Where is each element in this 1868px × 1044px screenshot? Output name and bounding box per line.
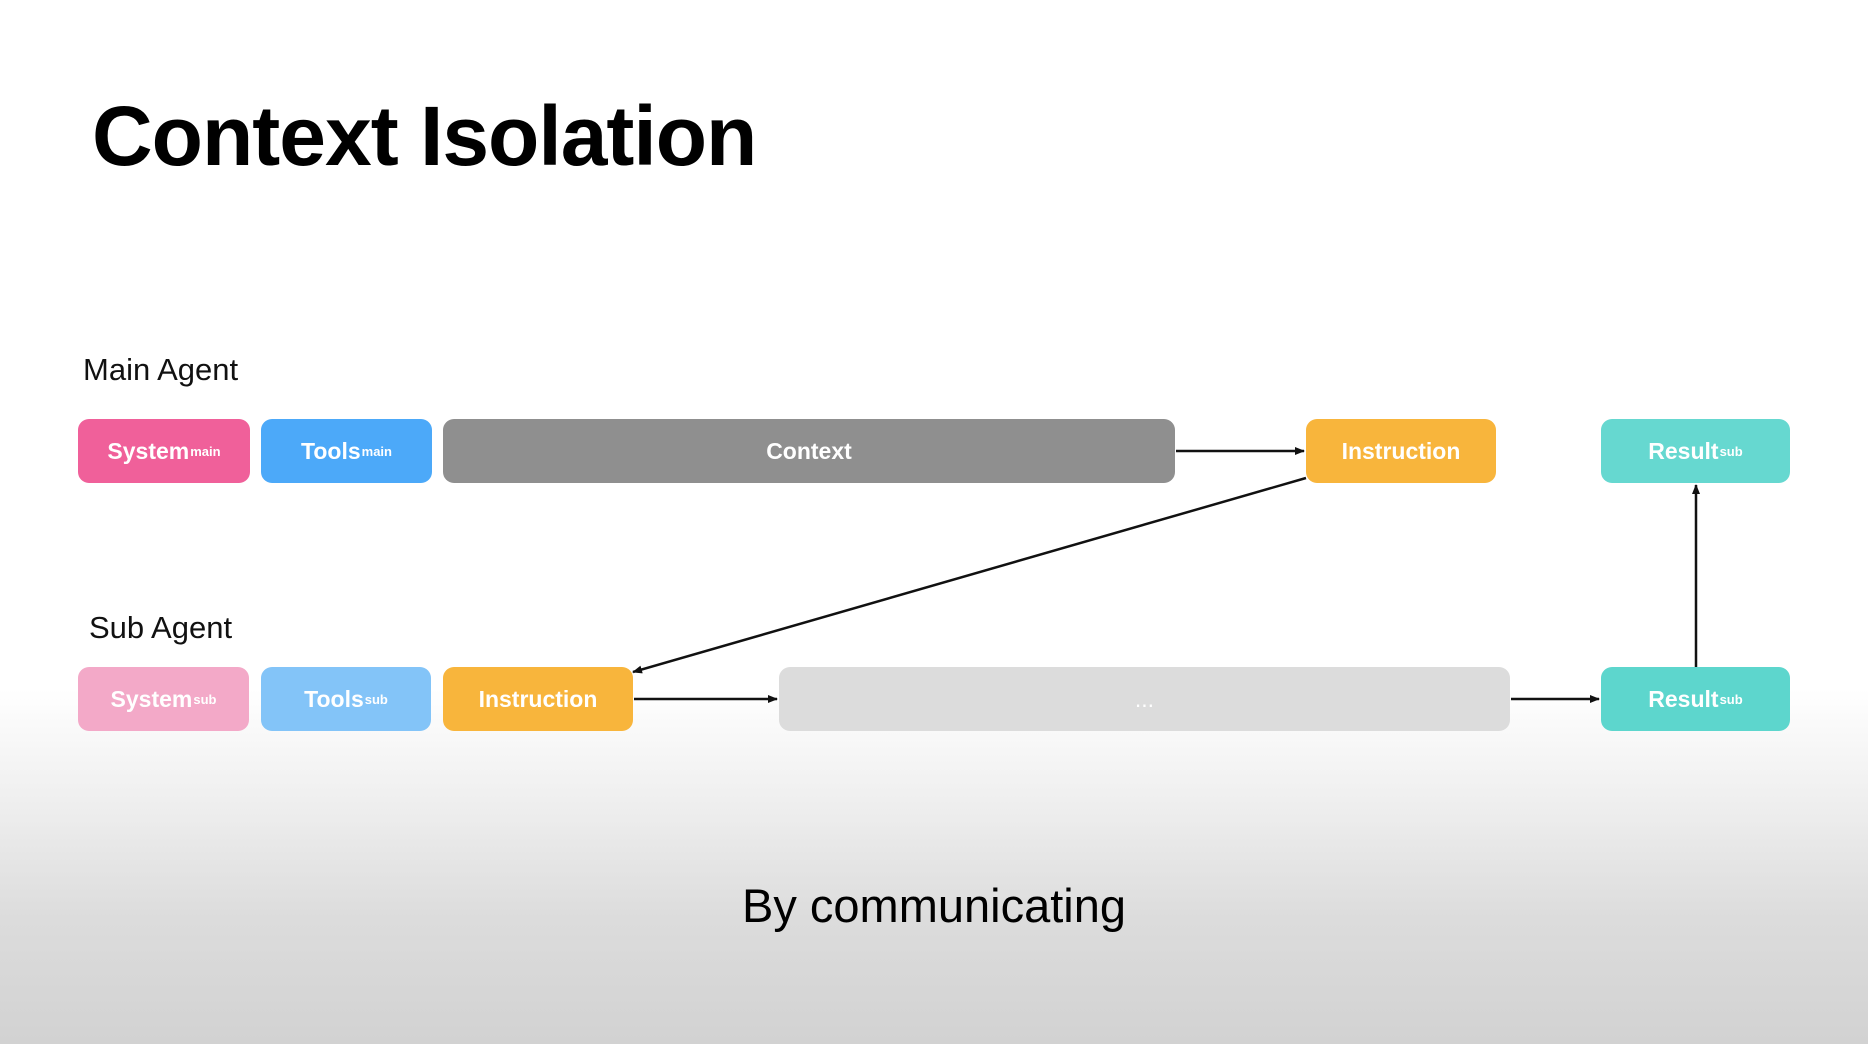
main-tools-label: Tools xyxy=(301,437,361,464)
sub-system-label: System xyxy=(110,685,193,712)
main-result-subscript: sub xyxy=(1719,443,1743,459)
main-instruction-label: Instruction xyxy=(1341,437,1461,464)
main-context-label: Context xyxy=(766,437,852,464)
slide-title: Context Isolation xyxy=(92,89,757,183)
sub-system-subscript: sub xyxy=(193,691,217,707)
main-instruction-block: Instruction xyxy=(1306,419,1496,483)
main-result-label: Result xyxy=(1648,437,1719,464)
main-agent-label: Main Agent xyxy=(83,352,239,387)
sub-tools-label: Tools xyxy=(304,685,364,712)
slide-caption: By communicating xyxy=(742,879,1126,932)
sub-agent-label: Sub Agent xyxy=(89,610,233,645)
sub-result-label: Result xyxy=(1648,685,1719,712)
sub-result-subscript: sub xyxy=(1719,691,1743,707)
sub-ellipsis-label: ... xyxy=(1134,685,1155,712)
main-system-subscript: main xyxy=(190,443,221,459)
sub-tools-subscript: sub xyxy=(364,691,388,707)
sub-instruction-block: Instruction xyxy=(443,667,633,731)
arrow-main-instruction-to-sub-instruction xyxy=(632,476,1307,674)
sub-instruction-label: Instruction xyxy=(478,685,598,712)
main-tools-subscript: main xyxy=(361,443,392,459)
main-context-block: Context xyxy=(443,419,1175,483)
sub-ellipsis-block: ... xyxy=(779,667,1510,731)
main-system-label: System xyxy=(107,437,190,464)
